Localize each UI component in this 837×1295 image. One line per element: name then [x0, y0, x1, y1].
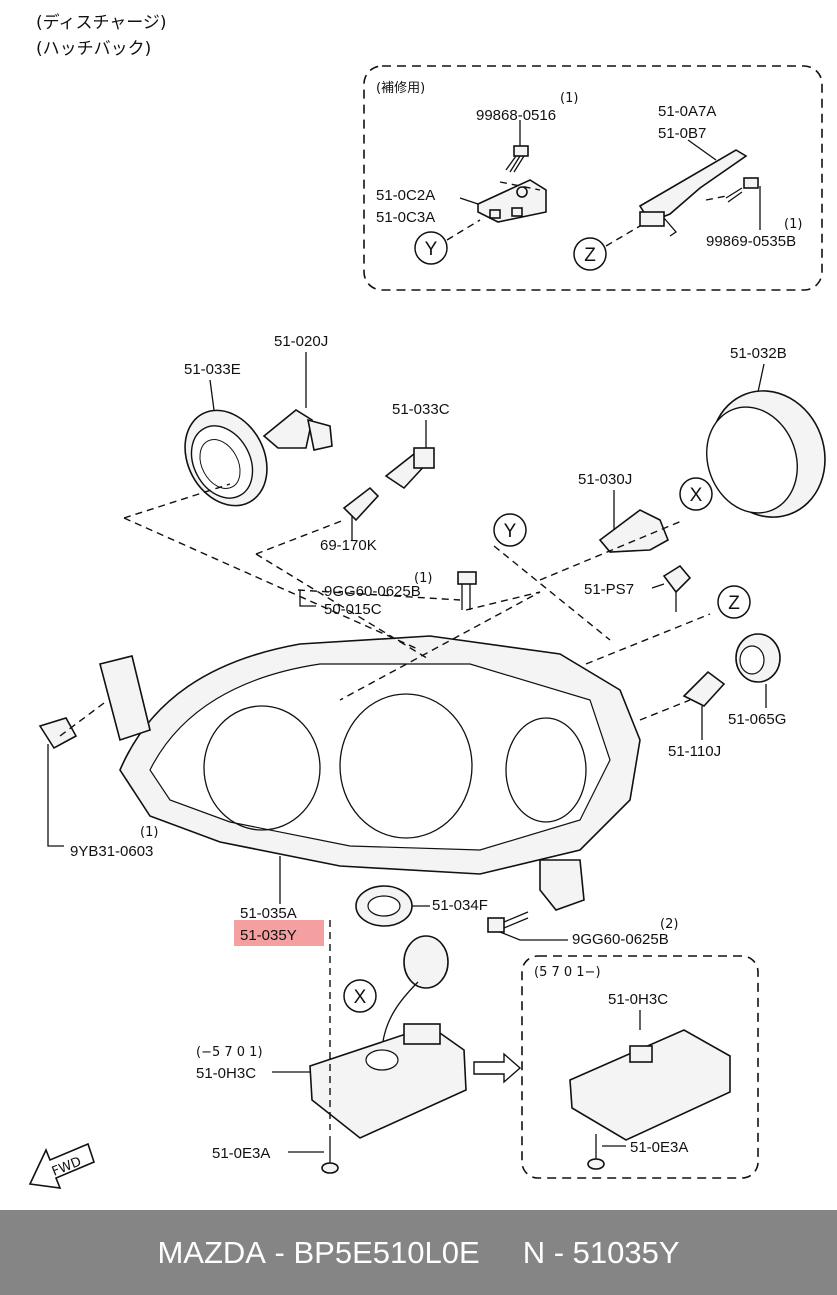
bulb-110j-icon [682, 670, 726, 740]
socket-033c-icon [384, 420, 435, 490]
repair-arm-icon [638, 139, 748, 237]
callout-y-inset [414, 231, 448, 265]
label-9GG60-0625B-1: 9GG60-0625B [324, 583, 421, 600]
new-ballast-inset-box [521, 955, 759, 1179]
gasket-034f-icon [355, 885, 430, 927]
header-discharge: (ディスチャージ) [36, 12, 167, 33]
bulb-020j-icon [262, 352, 333, 451]
new-range-label: (5 7 0 1−) [534, 965, 601, 980]
label-51-065G: 51-065G [728, 711, 786, 728]
callout-z-main-label: Z [728, 593, 740, 614]
callout-z-inset-label: Z [584, 245, 596, 266]
repair-label-99868: 99868-0516 [476, 107, 556, 124]
repair-label-99869: 99869-0535B [706, 233, 796, 250]
label-51-020J: 51-020J [274, 333, 328, 350]
repair-label-0B7: 51-0B7 [658, 125, 706, 142]
label-9GG60-0625B-2: 9GG60-0625B [572, 931, 669, 948]
callout-y-main [493, 513, 527, 547]
label-51-110J: 51-110J [668, 743, 721, 760]
footer-part-number: BP5E510L0E [293, 1234, 480, 1270]
label-51-035Y: 51-035Y [240, 927, 297, 944]
footer-bar: MAZDA - BP5E510L0E N - 51035Y [0, 1210, 837, 1295]
label-50-015C: 50-015C [324, 601, 382, 618]
label-9YB31-0603: 9YB31-0603 [70, 843, 153, 860]
label-51-032B: 51-032B [730, 345, 787, 362]
ballast-new-icon [569, 1010, 731, 1141]
repair-label-qty-2: (1) [784, 217, 802, 232]
label-51-034F: 51-034F [432, 897, 488, 914]
label-9YB31-qty: (1) [140, 825, 158, 840]
footer-brand: MAZDA [157, 1234, 266, 1270]
repair-bracket-icon [459, 179, 547, 223]
label-69-170K: 69-170K [320, 537, 377, 554]
bulb-170k-icon [342, 486, 380, 540]
arrow-right-icon [473, 1052, 522, 1084]
repair-screw-icon [505, 120, 529, 173]
label-51-033E: 51-033E [184, 361, 241, 378]
footer-ref: N - 51035Y [522, 1234, 680, 1270]
fwd-arrow-icon: FWD [28, 1142, 95, 1189]
screw-0e3a-old-icon [288, 1136, 339, 1174]
repair-label-0C2A: 51-0C2A [376, 187, 435, 204]
screw-bottom-icon [487, 911, 568, 941]
repair-label-0A7A: 51-0A7A [658, 103, 716, 120]
repair-label-qty-1: (1) [560, 91, 578, 106]
label-9GG60-qty-1: (1) [414, 571, 432, 586]
seal-ring-icon [184, 379, 268, 507]
callout-x-bottom-label: X [354, 987, 367, 1008]
highlight-51-035Y [234, 920, 324, 946]
label-51-035A: 51-035A [240, 905, 297, 922]
parts-diagram: (ディスチャージ) (ハッチバック) (補修用) (1) 99868-0516 … [28, 12, 826, 1189]
new-label-51-0E3A: 51-0E3A [630, 1139, 688, 1156]
callout-x-top [679, 477, 713, 511]
header-hatchback: (ハッチバック) [36, 39, 151, 59]
cap-032b-icon [706, 363, 826, 518]
label-51-PS7: 51-PS7 [584, 581, 634, 598]
callout-x-bottom [343, 979, 377, 1013]
screw-top-icon [457, 571, 477, 610]
callout-y-main-label: Y [504, 521, 517, 542]
callout-x-top-label: X [690, 485, 703, 506]
label-9GG60-qty-2: (2) [660, 917, 678, 932]
label-51-0E3A: 51-0E3A [212, 1145, 270, 1162]
ballast-old-icon [272, 1023, 467, 1139]
label-51-030J: 51-030J [578, 471, 632, 488]
callout-z-inset [573, 237, 607, 271]
repair-label-0C3A: 51-0C3A [376, 209, 435, 226]
label-51-033C: 51-033C [392, 401, 450, 418]
repair-inset-box [363, 65, 823, 291]
screw-0e3a-new-icon [587, 1134, 626, 1170]
repair-inset-title: (補修用) [376, 81, 425, 96]
label-51-0H3C: 51-0H3C [196, 1065, 256, 1082]
callout-y-inset-label: Y [425, 239, 438, 260]
clip-ps7-icon [651, 564, 692, 612]
callout-z-main [717, 585, 751, 619]
new-label-51-0H3C: 51-0H3C [608, 991, 668, 1008]
hid-bulb-icon [598, 490, 670, 553]
repair-screw2-icon [705, 177, 761, 230]
headlamp-assembly [99, 635, 641, 911]
label-range-old: (−5 7 0 1) [196, 1045, 263, 1060]
nut-9yb31-icon [38, 717, 78, 847]
socket-065g-icon [735, 633, 781, 708]
